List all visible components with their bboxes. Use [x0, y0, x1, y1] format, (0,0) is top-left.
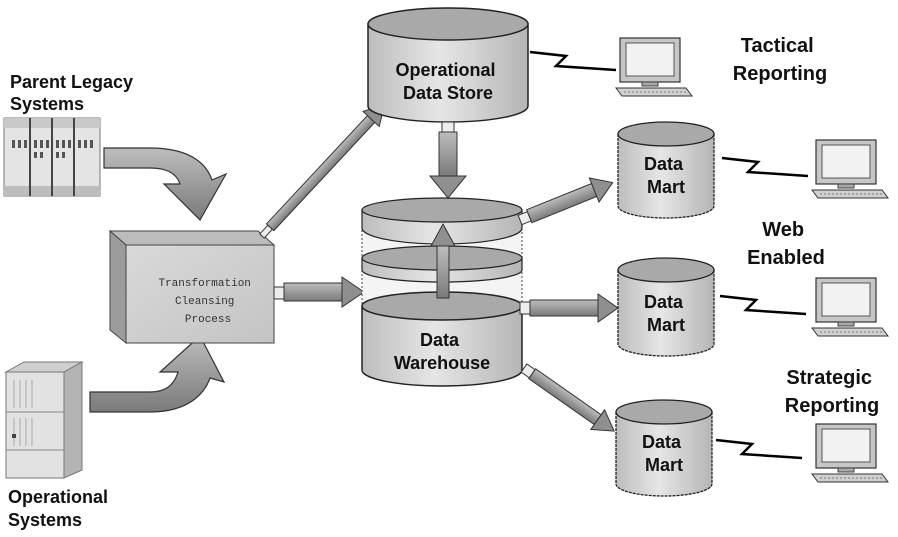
strategic-line-1: Strategic	[786, 367, 872, 389]
data-mart-3-line-1: Data	[642, 432, 682, 452]
arrow-ods-to-dw	[428, 121, 468, 199]
tactical-reporting-label: Tactical Reporting	[733, 35, 827, 85]
data-mart-1-line-2: Mart	[647, 177, 685, 197]
arrow-dw-internal-up	[430, 222, 456, 299]
dw-line-2: Warehouse	[394, 353, 490, 373]
lightning-link-icon	[715, 438, 803, 460]
lightning-link-icon	[721, 156, 809, 178]
tactical-line-1: Tactical	[741, 35, 814, 57]
data-mart-2-line-2: Mart	[647, 315, 685, 335]
strategic-line-2: Reporting	[785, 395, 879, 417]
ods-line-2: Data Store	[403, 83, 493, 103]
web-line-1: Web	[762, 219, 804, 241]
lightning-link-icon	[529, 50, 617, 72]
tactical-line-2: Reporting	[733, 63, 827, 85]
web-line-2: Enabled	[747, 247, 825, 269]
arrow-dw-to-mart-2	[519, 293, 619, 323]
strategic-reporting-label: Strategic Reporting	[785, 367, 879, 417]
parent-legacy-line-2: Systems	[10, 94, 84, 114]
transformation-line-1: Transformation	[158, 278, 250, 290]
ods-line-1: Operational	[395, 60, 495, 80]
curved-arrow-legacy	[103, 147, 228, 221]
transformation-label: Transformation Cleansing Process	[158, 278, 257, 326]
data-mart-2-label: Data Mart	[644, 292, 688, 335]
dw-label: Data Warehouse	[394, 330, 490, 373]
computer-terminal-icon	[811, 423, 889, 483]
computer-terminal-icon	[811, 277, 889, 337]
computer-terminal-icon	[615, 37, 693, 97]
server-icon	[4, 361, 84, 479]
parent-legacy-label: Parent Legacy Systems	[10, 72, 138, 114]
curved-arrow-operational	[89, 335, 226, 413]
dw-line-1: Data	[420, 330, 460, 350]
data-mart-1-label: Data Mart	[644, 154, 688, 197]
operational-systems-line-2: Systems	[8, 510, 82, 530]
web-enabled-label: Web Enabled	[747, 219, 825, 269]
data-mart-cylinder-3	[615, 399, 713, 497]
operational-systems-label: Operational Systems	[8, 487, 113, 530]
mainframe-icon	[3, 117, 101, 197]
data-mart-1-line-1: Data	[644, 154, 684, 174]
operational-data-store-cylinder	[367, 7, 529, 123]
lightning-link-icon	[719, 294, 807, 316]
data-mart-2-line-1: Data	[644, 292, 684, 312]
operational-systems-line-1: Operational	[8, 487, 108, 507]
transformation-line-2: Cleansing	[175, 296, 234, 308]
parent-legacy-line-1: Parent Legacy	[10, 72, 133, 92]
arrow-transform-to-dw	[273, 276, 365, 308]
computer-terminal-icon	[811, 139, 889, 199]
transformation-line-3: Process	[185, 314, 231, 326]
data-mart-cylinder-2	[617, 257, 715, 357]
data-mart-3-line-2: Mart	[645, 455, 683, 475]
data-mart-cylinder-1	[617, 121, 715, 219]
data-mart-3-label: Data Mart	[642, 432, 686, 475]
arrow-dw-to-mart-3	[520, 363, 615, 432]
arrow-dw-to-mart-1	[517, 177, 614, 226]
ods-label: Operational Data Store	[395, 60, 500, 103]
transformation-box	[108, 229, 276, 345]
